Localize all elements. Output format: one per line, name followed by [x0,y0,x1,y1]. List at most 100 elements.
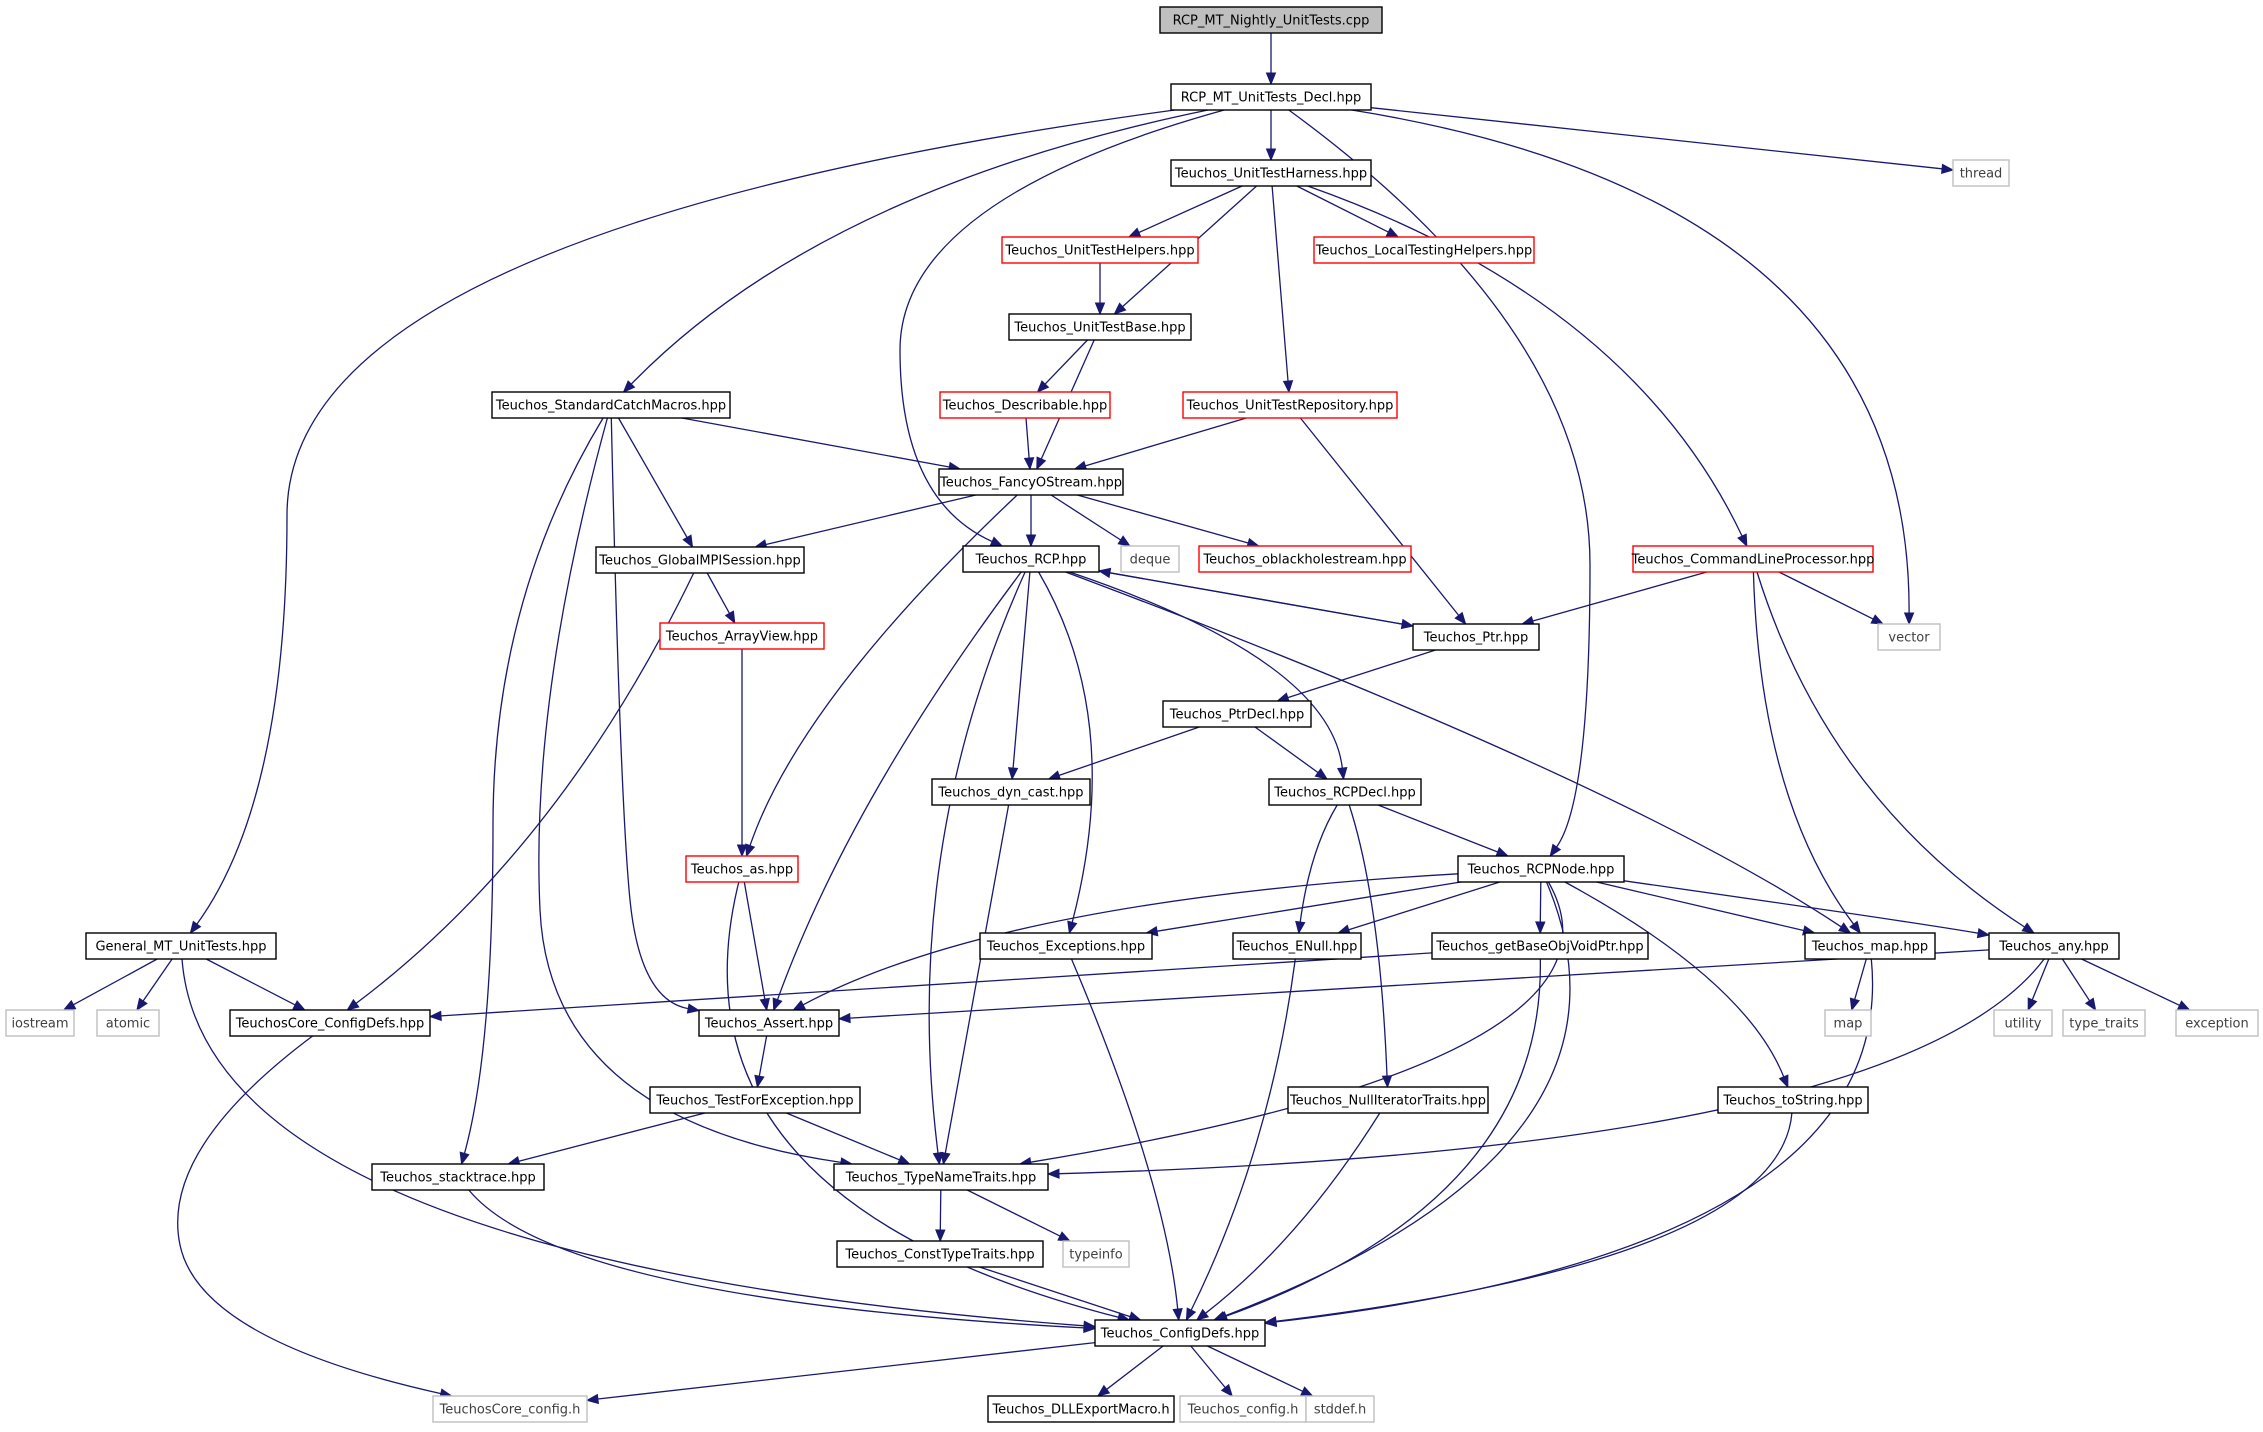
edge-describable-to-fancy [1023,417,1035,471]
node-configdefs[interactable]: Teuchos_ConfigDefs.hpp [1094,1319,1266,1347]
node-label: exception [2185,1017,2249,1032]
node-helpers[interactable]: Teuchos_UnitTestHelpers.hpp [1001,236,1199,264]
node-label: Teuchos_UnitTestRepository.hpp [1186,399,1394,414]
node-dyncast[interactable]: Teuchos_dyn_cast.hpp [931,778,1091,806]
edge-rcp-to-exceptions [1038,571,1093,935]
node-box [1988,932,2120,960]
node-box [595,546,805,574]
node-enull[interactable]: Teuchos_ENull.hpp [1232,932,1362,960]
node-utbase[interactable]: Teuchos_UnitTestBase.hpp [1008,313,1192,341]
node-box [1182,391,1398,419]
node-tostring[interactable]: Teuchos_toString.hpp [1717,1086,1869,1114]
node-rcpnode[interactable]: Teuchos_RCPNode.hpp [1457,855,1625,883]
node-rcp[interactable]: Teuchos_RCP.hpp [962,545,1100,573]
node-mpi[interactable]: Teuchos_GlobalMPISession.hpp [595,546,805,574]
node-box [1287,1086,1489,1114]
edge-configdefs-to-dllexport [1096,1345,1164,1397]
node-label: Teuchos_TestForException.hpp [655,1094,853,1109]
edge-testforexc-to-typename [786,1112,911,1165]
node-nulliter[interactable]: Teuchos_NullIteratorTraits.hpp [1287,1086,1489,1114]
edge-harness-to-helpers [1127,185,1243,238]
edge-mpi-to-coreconfigdefs [346,572,695,1011]
node-localtest[interactable]: Teuchos_LocalTestingHelpers.hpp [1313,236,1535,264]
node-harness[interactable]: Teuchos_UnitTestHarness.hpp [1170,159,1372,187]
edge-decl-to-rcpnode [1288,109,1591,858]
edge-consttype-to-configdefs [979,1266,1142,1322]
node-label: Teuchos_Assert.hpp [704,1017,833,1032]
node-label: Teuchos_StandardCatchMacros.hpp [495,399,726,414]
node-iostream: iostream [5,1009,75,1037]
node-describable[interactable]: Teuchos_Describable.hpp [939,391,1111,419]
edge-ptrdecl-to-rcpdecl [1254,726,1329,780]
node-box [1001,236,1199,264]
edge-decl-to-vector [1351,109,1915,626]
edge-assert-to-testforexc [754,1035,768,1089]
node-assert[interactable]: Teuchos_Assert.hpp [698,1009,840,1037]
node-consttype[interactable]: Teuchos_ConstTypeTraits.hpp [836,1240,1044,1268]
node-root[interactable]: RCP_MT_Nightly_UnitTests.cpp [1159,6,1383,34]
edge-tostring-to-configdefs [1263,1112,1793,1327]
edge-clp-to-any [1756,571,2036,934]
node-rcpdecl[interactable]: Teuchos_RCPDecl.hpp [1268,778,1422,806]
node-any[interactable]: Teuchos_any.hpp [1988,932,2120,960]
node-label: Teuchos_NullIteratorTraits.hpp [1289,1094,1486,1109]
node-box [1170,83,1372,111]
node-map[interactable]: Teuchos_map.hpp [1804,932,1936,960]
node-box [1159,6,1383,34]
node-ptrdecl[interactable]: Teuchos_PtrDecl.hpp [1162,700,1312,728]
file-nodes: RCP_MT_Nightly_UnitTests.cppRCP_MT_UnitT… [5,6,2259,1423]
node-oblack[interactable]: Teuchos_oblackholestream.hpp [1198,545,1412,573]
node-box [1120,545,1180,573]
edge-typename-to-consttype [935,1189,946,1243]
node-atomic: atomic [96,1009,160,1037]
edge-rcpnode-to-enull [1336,881,1500,935]
edge-repo-to-fancy [1073,417,1247,471]
edge-rcp-to-assert [772,571,1022,1012]
node-clp[interactable]: Teuchos_CommandLineProcessor.hpp [1631,545,1875,573]
node-dllexport[interactable]: Teuchos_DLLExportMacro.h [987,1395,1175,1423]
node-label: Teuchos_ConstTypeTraits.hpp [844,1248,1034,1263]
edge-getbase-to-configdefs [1214,958,1541,1322]
edge-root-to-decl [1265,33,1277,86]
node-catch[interactable]: Teuchos_StandardCatchMacros.hpp [491,391,731,419]
node-getbase[interactable]: Teuchos_getBaseObjVoidPtr.hpp [1431,932,1649,960]
node-box [698,1009,840,1037]
node-box [1412,623,1540,651]
node-label: Teuchos_map.hpp [1811,940,1928,955]
node-general[interactable]: General_MT_UnitTests.hpp [85,932,277,960]
node-label: RCP_MT_Nightly_UnitTests.cpp [1173,14,1370,29]
node-exceptions[interactable]: Teuchos_Exceptions.hpp [979,932,1153,960]
node-box [1268,778,1422,806]
node-tconfig: Teuchos_config.h [1179,1395,1307,1423]
edge-stacktrace-to-configdefs [468,1189,1097,1334]
node-repo[interactable]: Teuchos_UnitTestRepository.hpp [1182,391,1398,419]
edge-rcpnode-to-tostring [1564,881,1789,1089]
node-arrayview[interactable]: Teuchos_ArrayView.hpp [659,622,825,650]
node-as[interactable]: Teuchos_as.hpp [685,855,799,883]
edge-fancy-to-oblack [1077,494,1260,548]
node-box [931,778,1091,806]
node-label: Teuchos_RCPDecl.hpp [1273,786,1416,801]
edge-configdefs-to-stddef [1207,1345,1314,1397]
node-ptr[interactable]: Teuchos_Ptr.hpp [1412,623,1540,651]
node-box [1993,1009,2053,1037]
node-label: typeinfo [1069,1248,1122,1263]
node-decl[interactable]: RCP_MT_UnitTests_Decl.hpp [1170,83,1372,111]
node-label: Teuchos_dyn_cast.hpp [937,786,1083,801]
node-label: TeuchosCore_config.h [439,1403,581,1418]
node-label: thread [1960,167,2003,182]
node-box [1232,932,1362,960]
node-box [85,932,277,960]
node-label: atomic [106,1017,150,1032]
node-stacktrace[interactable]: Teuchos_stacktrace.hpp [371,1163,545,1191]
edge-fancy-to-mpi [753,494,976,550]
node-fancy[interactable]: Teuchos_FancyOStream.hpp [938,468,1124,496]
node-testforexc[interactable]: Teuchos_TestForException.hpp [649,1086,861,1114]
node-box [979,932,1153,960]
node-label: Teuchos_ArrayView.hpp [665,630,818,645]
node-label: map [1834,1017,1863,1032]
edge-mpi-to-arrayview [706,572,736,625]
node-coreconfigdefs[interactable]: TeuchosCore_ConfigDefs.hpp [229,1009,431,1037]
node-label: Teuchos_UnitTestHarness.hpp [1174,167,1367,182]
node-typename[interactable]: Teuchos_TypeNameTraits.hpp [833,1163,1049,1191]
